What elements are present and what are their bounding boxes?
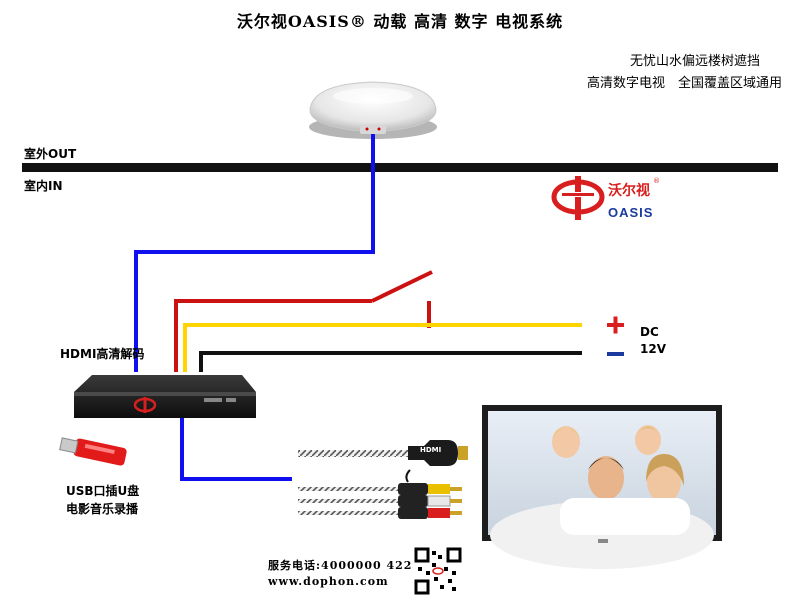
receiver-box [74, 375, 256, 418]
rca-cable-yellow [298, 483, 462, 495]
minus-sign [607, 352, 624, 356]
page-title: 沃尔视OASIS® 动载 高清 数字 电视系统 [236, 12, 564, 31]
voltage-label: 12V [640, 342, 666, 356]
yellow-wire [183, 323, 582, 372]
antenna-icon [309, 81, 437, 139]
tv-screen [482, 405, 722, 569]
black-wire [199, 351, 582, 372]
hdmi-plug-text: HDMI [420, 446, 442, 454]
oasis-logo-icon [551, 176, 605, 220]
slogan-line-2: 高清数字电视 全国覆盖区域通用 [586, 76, 782, 91]
service-phone: 服务电话:4000000 422 [268, 559, 413, 572]
hdmi-plug-icon [408, 440, 458, 466]
power-switch [371, 270, 433, 303]
rca-cable-red [298, 507, 462, 519]
indoor-label: 室内IN [24, 179, 63, 193]
slogan-line-1: 无忧山水偏远楼树遮挡 [629, 54, 760, 69]
receiver-label: HDMI高清解码 [60, 347, 145, 361]
logo-name-en: OASIS [608, 205, 654, 220]
red-wire [174, 299, 372, 372]
qr-code-icon [414, 547, 462, 595]
usb-label-line-2: 电影音乐录播 [66, 502, 139, 516]
wall-divider [22, 163, 778, 172]
rca-cable-white [298, 495, 462, 507]
website-url: www.dophon.com [268, 575, 389, 588]
av-cable [180, 418, 292, 481]
logo-registered-mark: ® [653, 177, 660, 185]
logo-name-cn: 沃尔视 [608, 183, 650, 199]
coax-cable [134, 134, 375, 372]
dc-label: DC [640, 325, 659, 339]
usb-label-line-1: USB口插U盘 [66, 484, 140, 498]
hdmi-cable [298, 450, 408, 457]
outdoor-label: 室外OUT [24, 147, 77, 161]
usb-stick-icon [59, 437, 127, 466]
receiver-logo-icon [133, 397, 157, 413]
